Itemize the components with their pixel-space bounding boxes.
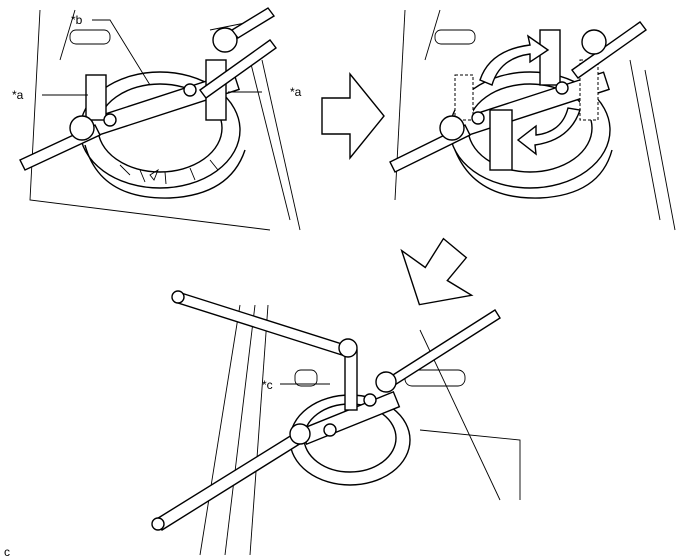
wrench-upper-right — [199, 7, 277, 99]
fuel-pump-ring — [79, 71, 246, 199]
panel-step-1: *a *a *b — [12, 7, 302, 231]
label-c: *c — [262, 378, 273, 392]
figure-code: c — [4, 545, 10, 559]
vehicle-floor-lines — [29, 9, 301, 231]
wrench-lower-left-3 — [151, 423, 311, 531]
wrench-lower-left — [19, 115, 101, 171]
down-left-arrow — [400, 237, 474, 306]
right-arrow — [321, 72, 385, 160]
sst-and-adapter — [299, 349, 401, 446]
rotation-arrows — [479, 34, 581, 156]
label-a-right: *a — [290, 85, 302, 99]
ratchet-long-upper — [171, 290, 358, 358]
wrench-right — [375, 309, 501, 393]
label-a-left: *a — [12, 88, 24, 102]
label-b: *b — [71, 13, 83, 27]
panel-step-3: *c — [151, 290, 521, 556]
sst-bar-2 — [454, 29, 610, 171]
wrench-lower-left-2 — [389, 115, 471, 173]
panel-step-2 — [389, 9, 676, 231]
vehicle-floor-lines-3 — [199, 304, 521, 556]
wrench-upper-right-2 — [571, 21, 647, 79]
